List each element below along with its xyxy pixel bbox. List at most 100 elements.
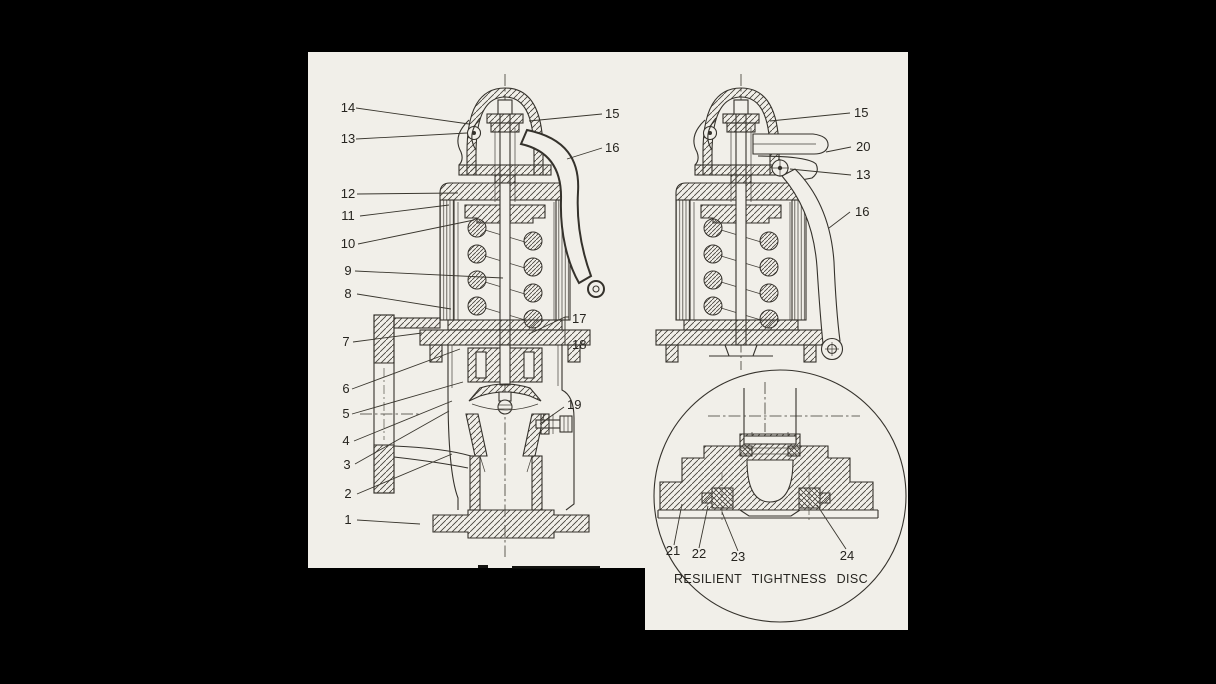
- seat-base-lines: [657, 509, 879, 519]
- leader-9: [354, 270, 504, 279]
- seat-contact-line: [471, 403, 539, 411]
- callout-main-18: 18: [572, 337, 586, 352]
- leader-2: [356, 453, 453, 495]
- retainer-screw-left: [701, 492, 713, 504]
- callout-side-16: 16: [855, 204, 869, 219]
- callout-detail-24: 24: [840, 548, 854, 563]
- leader-13-side: [789, 168, 852, 176]
- leader-4: [353, 400, 453, 442]
- leader-8: [356, 293, 452, 310]
- spindle-lower: [499, 344, 511, 386]
- screw-head-facets: [563, 416, 569, 432]
- detail-circle-border: [653, 369, 907, 623]
- callout-side-15: 15: [854, 105, 868, 120]
- callout-main-19: 19: [567, 397, 581, 412]
- callout-main-3: 3: [343, 457, 350, 472]
- drop-lever-arm: [781, 168, 841, 345]
- paper-sheet-extension: [645, 568, 908, 630]
- callout-main-8: 8: [344, 286, 351, 301]
- inlet-flange-lines: [374, 362, 394, 446]
- outlet-flange: [432, 509, 590, 539]
- callout-main-10: 10: [341, 236, 355, 251]
- resilient-disc-dome: [746, 459, 794, 503]
- detail-nut-segment-left: [739, 445, 753, 457]
- side-outlet-stub: [709, 344, 773, 357]
- callout-main-15: 15: [605, 106, 619, 121]
- callout-labels: 14 13 12 11 10 9 8 7 6 5 4 3 2 1 15 16 1…: [341, 100, 871, 586]
- leader-24: [816, 504, 847, 550]
- leader-6: [351, 348, 461, 390]
- screw-locknut: [540, 413, 550, 435]
- leader-16-side: [828, 211, 851, 229]
- valve-diagram: 14 13 12 11 10 9 8 7 6 5 4 3 2 1 15 16 1…: [341, 74, 907, 623]
- leader-22: [698, 505, 709, 549]
- leader-23: [721, 511, 739, 552]
- body-wall-left: [447, 345, 459, 510]
- outlet-wall-left: [469, 455, 481, 511]
- callout-main-16: 16: [605, 140, 619, 155]
- leader-15-main: [528, 113, 603, 122]
- callout-side-13: 13: [856, 167, 870, 182]
- upper-assembly-side: [655, 87, 827, 363]
- lever-end-boss: [587, 280, 605, 298]
- side-elevation-view: [655, 74, 844, 370]
- ball-tip-lines: [498, 404, 512, 410]
- cam-lug: [757, 155, 818, 182]
- main-section-view: [360, 74, 605, 569]
- ball-tip: [497, 399, 513, 415]
- callout-main-12: 12: [341, 186, 355, 201]
- callout-main-2: 2: [344, 486, 351, 501]
- callout-main-17: 17: [572, 311, 586, 326]
- gland-slot-left: [475, 351, 487, 379]
- detail-caption: RESILIENT TIGHTNESS DISC: [674, 572, 868, 586]
- callout-detail-21: 21: [666, 543, 680, 558]
- seat-wall-left: [465, 413, 488, 457]
- leader-20: [825, 146, 852, 153]
- callout-main-6: 6: [342, 381, 349, 396]
- callout-main-4: 4: [342, 433, 349, 448]
- callout-main-13: 13: [341, 131, 355, 146]
- test-lever: [519, 128, 593, 285]
- leader-12: [356, 192, 459, 195]
- scan-edge-mark-long: [512, 566, 600, 569]
- leader-17-18-bracket: [528, 316, 569, 346]
- screw-head: [559, 415, 573, 433]
- leader-10: [357, 219, 475, 245]
- leader-19: [539, 406, 565, 425]
- callout-main-1: 1: [344, 512, 351, 527]
- callout-main-11: 11: [341, 208, 355, 223]
- callout-main-14: 14: [341, 100, 355, 115]
- outlet-wall-right: [531, 455, 543, 511]
- lever-pivot-center: [777, 165, 783, 171]
- callout-detail-23: 23: [731, 549, 745, 564]
- leader-7: [352, 332, 423, 343]
- leader-14: [355, 107, 470, 125]
- callout-main-5: 5: [342, 406, 349, 421]
- inlet-neck-bottom: [393, 445, 472, 469]
- callout-main-9: 9: [344, 263, 351, 278]
- leader-5: [351, 381, 464, 415]
- leader-13: [355, 132, 468, 140]
- callout-detail-22: 22: [692, 546, 706, 561]
- callout-side-20: 20: [856, 139, 870, 154]
- leader-15-side: [769, 112, 851, 122]
- leader-21: [673, 503, 683, 546]
- inlet-neck-top: [393, 317, 441, 329]
- adjusting-screw: [535, 413, 573, 435]
- leader-16-main: [566, 147, 603, 160]
- leader-11: [359, 204, 450, 217]
- gland-slot-right: [523, 351, 535, 379]
- callout-main-7: 7: [342, 334, 349, 349]
- lever-arm-hole-crosshair: [825, 342, 839, 356]
- detail-nut-segment-right: [787, 445, 801, 457]
- detail-circle-view: [653, 369, 907, 623]
- retainer-screw-right: [819, 492, 831, 504]
- leader-1: [356, 519, 421, 525]
- disc-holder: [468, 383, 542, 402]
- leader-lines: [351, 107, 852, 552]
- detail-ring-nut: [743, 435, 797, 445]
- outlet-taper-lines: [479, 455, 533, 473]
- body-wall-right: [561, 345, 575, 511]
- leader-3: [354, 410, 450, 465]
